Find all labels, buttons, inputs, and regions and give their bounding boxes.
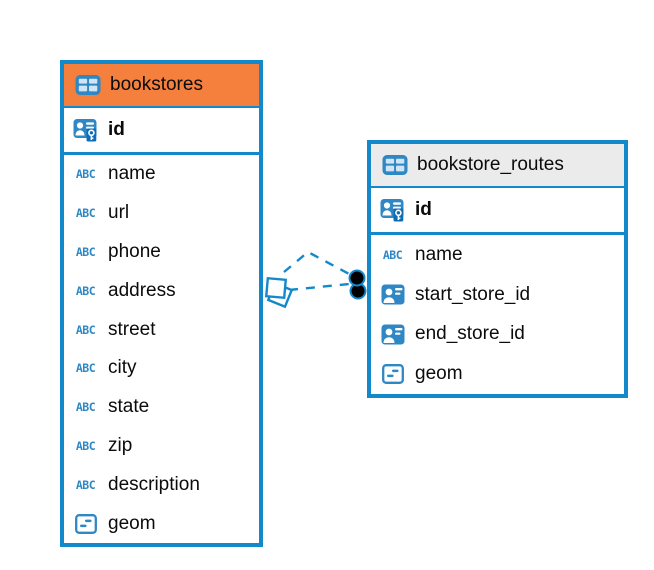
table-title: bookstores bbox=[110, 74, 203, 95]
abc-text-type-glyph: ABC bbox=[75, 400, 96, 415]
abc-text-type-glyph: ABC bbox=[75, 206, 96, 221]
primary-key-row[interactable]: id bbox=[64, 108, 259, 155]
column-row-description[interactable]: ABC description bbox=[64, 465, 259, 504]
abc-text-type-glyph: ABC bbox=[75, 438, 96, 453]
text-type-icon: ABC bbox=[72, 167, 99, 181]
column-name: geom bbox=[108, 512, 156, 534]
column-row-name[interactable]: ABC name bbox=[64, 155, 259, 194]
column-row-city[interactable]: ABC city bbox=[64, 349, 259, 388]
abc-text-type-glyph: ABC bbox=[382, 247, 403, 262]
reference-type-icon bbox=[379, 324, 406, 345]
column-name: zip bbox=[108, 434, 133, 456]
column-name: description bbox=[108, 473, 200, 495]
column-row-zip[interactable]: ABC zip bbox=[64, 427, 259, 466]
column-rows: ABC name start_store_id end_store_id geo… bbox=[371, 235, 624, 394]
column-row-url[interactable]: ABC url bbox=[64, 194, 259, 233]
column-name: name bbox=[415, 243, 463, 265]
column-row-phone[interactable]: ABC phone bbox=[64, 233, 259, 272]
table-icon bbox=[74, 74, 101, 96]
column-name: address bbox=[108, 279, 176, 301]
abc-text-type-glyph: ABC bbox=[75, 283, 96, 298]
column-name: end_store_id bbox=[415, 323, 525, 345]
column-name: name bbox=[108, 163, 156, 185]
column-row-name[interactable]: ABC name bbox=[371, 235, 624, 275]
column-name: state bbox=[108, 396, 150, 418]
text-type-icon: ABC bbox=[379, 248, 406, 262]
text-type-icon: ABC bbox=[72, 284, 99, 298]
entity-table-bookstore-routes[interactable]: bookstore_routes id ABC name bbox=[367, 140, 628, 398]
primary-key-name: id bbox=[415, 199, 432, 220]
relationship-target-dot-marker[interactable] bbox=[348, 269, 367, 300]
column-name: city bbox=[108, 357, 137, 379]
entity-table-bookstores[interactable]: bookstores id ABC name ABC url ABC ph bbox=[60, 60, 263, 547]
text-type-icon: ABC bbox=[72, 245, 99, 259]
abc-text-type-glyph: ABC bbox=[75, 361, 96, 376]
relationship-source-diamond-marker[interactable] bbox=[264, 276, 294, 309]
primary-key-name: id bbox=[108, 119, 125, 140]
text-type-icon: ABC bbox=[72, 361, 99, 375]
column-row-start_store_id[interactable]: start_store_id bbox=[371, 275, 624, 315]
column-name: phone bbox=[108, 240, 161, 262]
relationship-line-end-store[interactable] bbox=[288, 282, 350, 292]
geometry-type-icon bbox=[379, 364, 406, 385]
reference-type-icon bbox=[379, 284, 406, 305]
primary-key-row[interactable]: id bbox=[371, 188, 624, 235]
column-row-street[interactable]: ABC street bbox=[64, 310, 259, 349]
column-rows: ABC name ABC url ABC phone ABC address A… bbox=[64, 155, 259, 543]
text-type-icon: ABC bbox=[72, 323, 99, 337]
table-header-bookstore-routes[interactable]: bookstore_routes bbox=[371, 144, 624, 188]
text-type-icon: ABC bbox=[72, 206, 99, 220]
column-name: url bbox=[108, 202, 130, 224]
abc-text-type-glyph: ABC bbox=[75, 167, 96, 182]
relationship-line-start-store[interactable] bbox=[283, 250, 352, 277]
column-row-state[interactable]: ABC state bbox=[64, 388, 259, 427]
table-title: bookstore_routes bbox=[417, 154, 564, 175]
column-row-address[interactable]: ABC address bbox=[64, 271, 259, 310]
table-header-bookstores[interactable]: bookstores bbox=[64, 64, 259, 108]
column-row-geom[interactable]: geom bbox=[64, 504, 259, 543]
column-row-end_store_id[interactable]: end_store_id bbox=[371, 315, 624, 355]
table-icon bbox=[381, 154, 408, 176]
primary-key-icon bbox=[379, 198, 406, 222]
abc-text-type-glyph: ABC bbox=[75, 322, 96, 337]
geometry-type-icon bbox=[72, 513, 99, 534]
column-name: geom bbox=[415, 363, 463, 385]
column-name: start_store_id bbox=[415, 283, 531, 305]
column-name: street bbox=[108, 318, 156, 340]
abc-text-type-glyph: ABC bbox=[75, 244, 96, 259]
text-type-icon: ABC bbox=[72, 400, 99, 414]
abc-text-type-glyph: ABC bbox=[75, 477, 96, 492]
primary-key-icon bbox=[72, 118, 99, 142]
column-row-geom[interactable]: geom bbox=[371, 354, 624, 394]
text-type-icon: ABC bbox=[72, 439, 99, 453]
text-type-icon: ABC bbox=[72, 478, 99, 492]
